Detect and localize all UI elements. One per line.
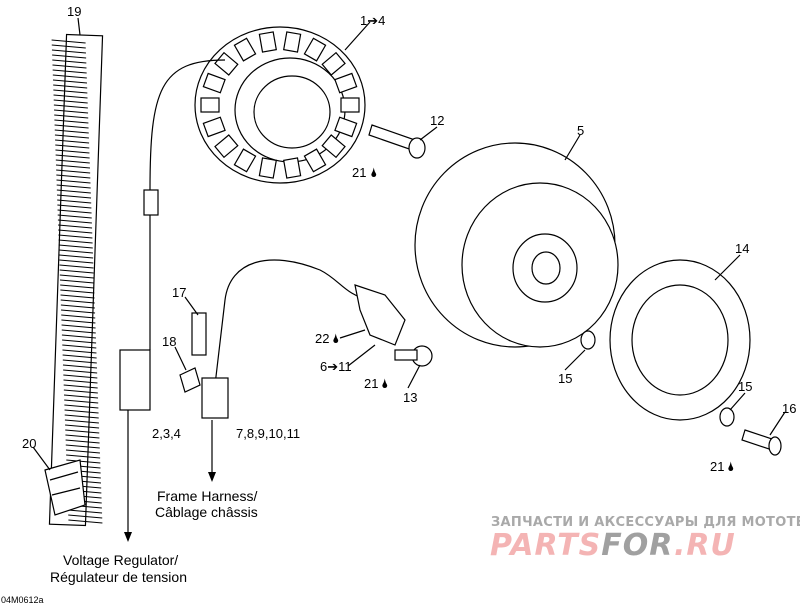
watermark-tagline: ЗАПЧАСТИ И АКСЕССУАРЫ ДЛЯ МОТОТЕХНИКИ [491,515,800,530]
callout-6-11: 6➔11 [320,359,352,374]
stator-pole [334,116,358,138]
callout-21: 21 [364,376,378,391]
stator-pole [283,31,302,53]
callout-22: 22 [315,331,329,346]
watermark-brand-3: .RU [674,528,736,563]
stator-pole [321,51,346,76]
callout-7-11: 7,8,9,10,11 [236,426,300,441]
callout-20: 20 [22,436,36,451]
callout-21: 21 [710,459,724,474]
stator-pole [303,37,327,62]
stator-pole [202,116,226,138]
voltage-regulator-caption-en: Voltage Regulator/ [63,552,178,568]
oil-drop-icon: 🌢 [727,459,735,474]
frame-harness-caption-fr: Câblage châssis [155,504,258,520]
stator-pole [233,37,257,62]
callout-16: 16 [782,401,796,416]
stator-pole [303,148,327,173]
stator-pole [258,31,277,53]
trigger-wheel-part [609,259,751,421]
stator-pole [202,72,226,94]
callout-14: 14 [735,241,749,256]
callout-5: 5 [577,123,584,138]
callout-2-4: 2,3,4 [152,426,181,441]
callout-18: 18 [162,334,176,349]
callout-13: 13 [403,390,417,405]
stator-pole [214,51,239,76]
callout-15: 15 [738,379,752,394]
stator-pole [283,157,302,179]
oil-drop-icon: 🌢 [370,165,378,180]
stator-pole [233,148,257,173]
callout-17: 17 [172,285,186,300]
stator-part [194,26,366,184]
figure-code: 04M0612a [1,595,44,605]
stator-pole [321,134,346,159]
frame-harness-caption-en: Frame Harness/ [157,488,257,504]
oil-drop-icon: 🌢 [381,376,389,391]
stator-pole [200,97,220,113]
stator-pole [214,134,239,159]
stator-pole [334,72,358,94]
watermark-logo: PARTSFOR.RU [490,528,736,563]
callout-21: 21 [352,165,366,180]
watermark-brand-2: FOR [601,528,674,563]
stator-pole [340,97,360,113]
watermark-brand-1: PARTS [490,528,601,563]
callout-12: 12 [430,113,444,128]
oil-drop-icon: 🌢 [332,331,340,346]
wire-conduit [48,33,104,527]
callout-15: 15 [558,371,572,386]
flywheel-part [414,142,619,348]
voltage-regulator-caption-fr: Régulateur de tension [50,569,187,585]
stator-pole [258,157,277,179]
clamp-part [44,459,86,516]
callout-19: 19 [67,4,81,19]
callout-1-4: 1➔4 [360,13,385,28]
